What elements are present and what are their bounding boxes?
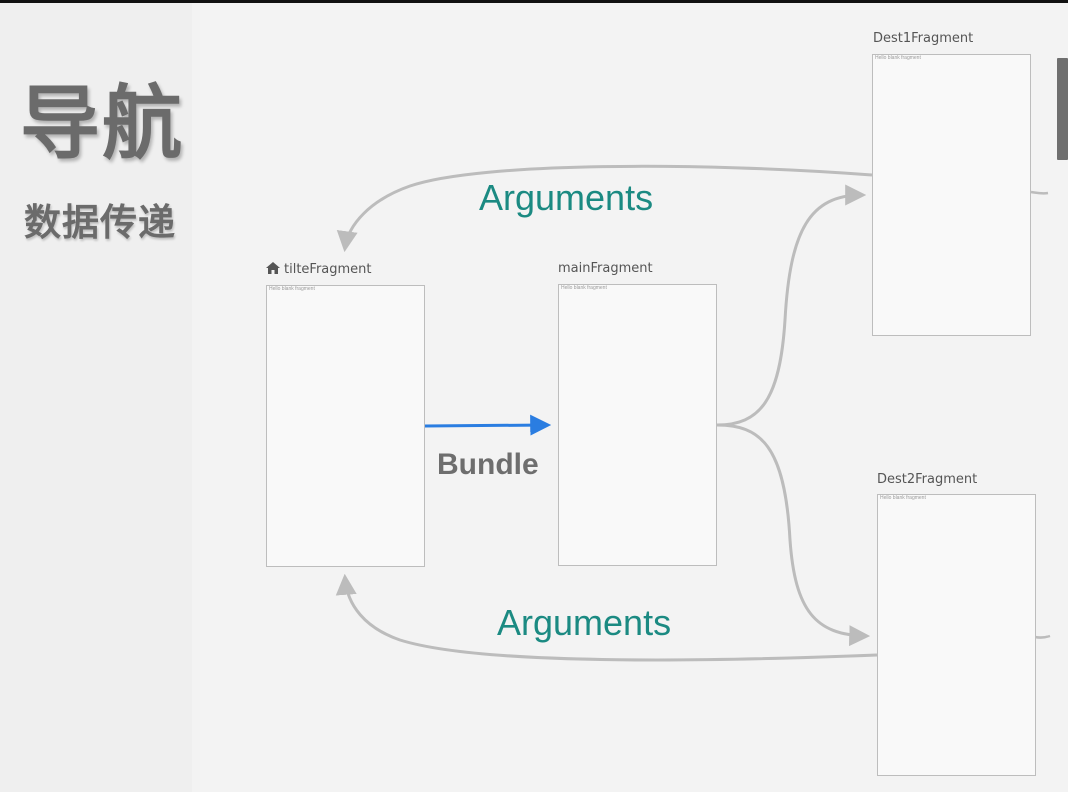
home-icon [266, 262, 280, 274]
arguments-label-bottom: Arguments [497, 602, 672, 643]
fragment-content-text: Hello blank fragment [269, 286, 315, 292]
tilte-fragment-preview[interactable]: Hello blank fragment [266, 285, 425, 567]
top-border [0, 0, 1068, 3]
fragment-content-text: Hello blank fragment [875, 55, 921, 61]
page-subtitle: 数据传递 [24, 201, 176, 244]
tilte-fragment-label: tilteFragment [266, 262, 372, 277]
tilte-fragment-name: tilteFragment [284, 262, 372, 277]
main-fragment-label: mainFragment [558, 261, 653, 276]
fragment-content-text: Hello blank fragment [880, 495, 926, 501]
dest1-fragment-preview[interactable]: Hello blank fragment [872, 54, 1031, 336]
dest1-fragment-name: Dest1Fragment [873, 31, 974, 46]
bundle-action-link[interactable] [424, 414, 552, 436]
dest2-fragment-name: Dest2Fragment [877, 472, 978, 487]
dest1-fragment-label: Dest1Fragment [873, 31, 973, 46]
dest2-fragment-preview[interactable]: Hello blank fragment [877, 494, 1036, 776]
main-fragment-preview[interactable]: Hello blank fragment [558, 284, 717, 566]
fragment-content-text: Hello blank fragment [561, 285, 607, 291]
dest1-outgoing-stub [1030, 190, 1049, 195]
dest2-fragment-label: Dest2Fragment [877, 472, 977, 487]
dest2-outgoing-stub [1034, 634, 1051, 639]
bundle-label: Bundle [437, 448, 539, 481]
action-main-to-dest1[interactable] [716, 184, 867, 427]
arguments-link-bottom[interactable] [335, 573, 878, 662]
main-fragment-name: mainFragment [558, 261, 653, 276]
action-main-to-dest2[interactable] [716, 423, 871, 647]
left-panel [0, 3, 192, 792]
page-title: 导航 [20, 77, 184, 170]
offscreen-fragment-edge [1057, 58, 1068, 160]
arguments-link-top[interactable] [336, 164, 873, 253]
arguments-label-top: Arguments [479, 177, 654, 218]
